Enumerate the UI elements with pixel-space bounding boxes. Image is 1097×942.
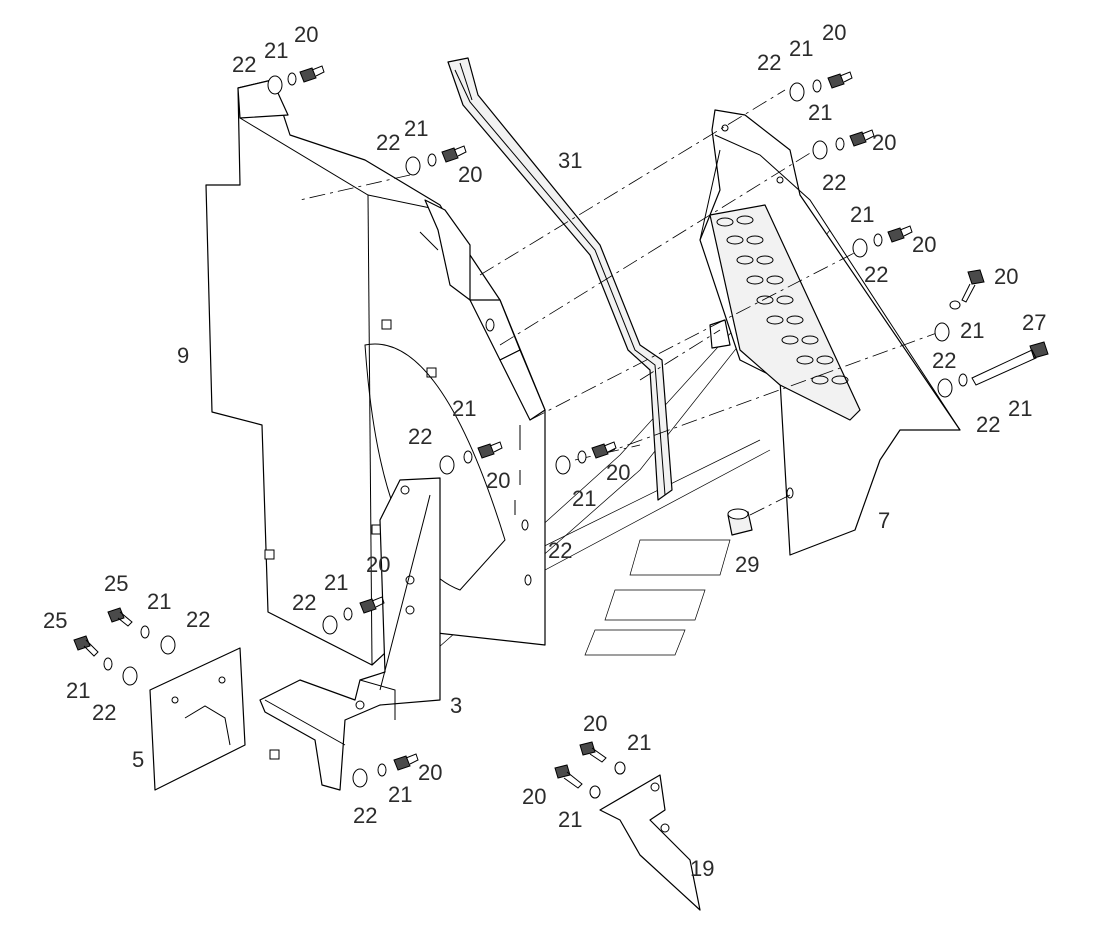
label-20: 20: [366, 552, 390, 577]
fastener-stack-m: [73, 635, 138, 686]
label-20: 20: [912, 232, 936, 257]
label-part-19: 19: [690, 856, 714, 881]
part-9-side-panel: [205, 79, 546, 666]
label-25: 25: [43, 608, 67, 633]
label-part-7: 7: [878, 508, 890, 533]
label-22: 22: [353, 803, 377, 828]
fastener-stack-q: [554, 764, 601, 799]
label-22: 22: [757, 50, 781, 75]
fastener-stack-d: [812, 129, 875, 160]
grille-pattern: [716, 215, 849, 385]
label-21: 21: [388, 782, 412, 807]
fastener-stack-b: [405, 145, 467, 176]
label-21: 21: [404, 116, 428, 141]
label-21: 21: [66, 678, 90, 703]
label-20: 20: [418, 760, 442, 785]
fastener-stack-h: [439, 441, 503, 475]
fastener-stack-e: [852, 225, 913, 258]
label-21: 21: [960, 318, 984, 343]
label-20: 20: [822, 20, 846, 45]
label-22: 22: [864, 262, 888, 287]
label-21: 21: [808, 100, 832, 125]
fastener-stack-p: [579, 741, 626, 775]
fasteners: [73, 65, 1049, 799]
label-21: 21: [627, 730, 651, 755]
label-21: 21: [264, 38, 288, 63]
callout-labels: 9 31 7 29 27 5 3 19 22 21 20 22 21 20 22…: [43, 20, 1046, 881]
label-20: 20: [872, 130, 896, 155]
label-part-29: 29: [735, 552, 759, 577]
label-20: 20: [583, 711, 607, 736]
label-part-9: 9: [177, 343, 189, 368]
fastener-stack-k: [107, 607, 176, 655]
label-20: 20: [458, 162, 482, 187]
label-20: 20: [994, 264, 1018, 289]
part-29-spacer: [727, 508, 753, 536]
label-21: 21: [850, 202, 874, 227]
fastener-stack-n: [352, 753, 419, 788]
label-part-31: 31: [558, 148, 582, 173]
label-21: 21: [147, 589, 171, 614]
fastener-stack-g: [937, 341, 1049, 398]
label-22: 22: [976, 412, 1000, 437]
fastener-stack-a: [267, 65, 325, 95]
label-part-27: 27: [1022, 310, 1046, 335]
label-part-3: 3: [450, 693, 462, 718]
part-31-edge-strip: [447, 57, 673, 501]
label-21: 21: [572, 486, 596, 511]
fastener-stack-f: [934, 269, 985, 342]
label-21: 21: [558, 807, 582, 832]
part-3-bracket: [259, 477, 441, 791]
label-part-5: 5: [132, 747, 144, 772]
part-19-small-bracket: [599, 774, 701, 911]
label-22: 22: [932, 348, 956, 373]
label-22: 22: [822, 170, 846, 195]
assembly-leader-lines: [299, 89, 946, 516]
label-20: 20: [486, 468, 510, 493]
label-20: 20: [522, 784, 546, 809]
label-20: 20: [606, 460, 630, 485]
label-22: 22: [376, 130, 400, 155]
label-25: 25: [104, 571, 128, 596]
label-21: 21: [452, 396, 476, 421]
fastener-stack-j: [322, 596, 385, 635]
label-21: 21: [324, 570, 348, 595]
label-22: 22: [232, 52, 256, 77]
label-21: 21: [789, 36, 813, 61]
fastener-stack-i: [555, 441, 617, 475]
label-21: 21: [1008, 396, 1032, 421]
part-7-grille-panel: [699, 109, 961, 556]
label-20: 20: [294, 22, 318, 47]
label-22: 22: [186, 607, 210, 632]
fastener-stack-c: [789, 71, 853, 102]
part-5-plate: [149, 647, 246, 791]
label-22: 22: [292, 590, 316, 615]
label-22: 22: [92, 700, 116, 725]
label-22: 22: [548, 538, 572, 563]
label-22: 22: [408, 424, 432, 449]
